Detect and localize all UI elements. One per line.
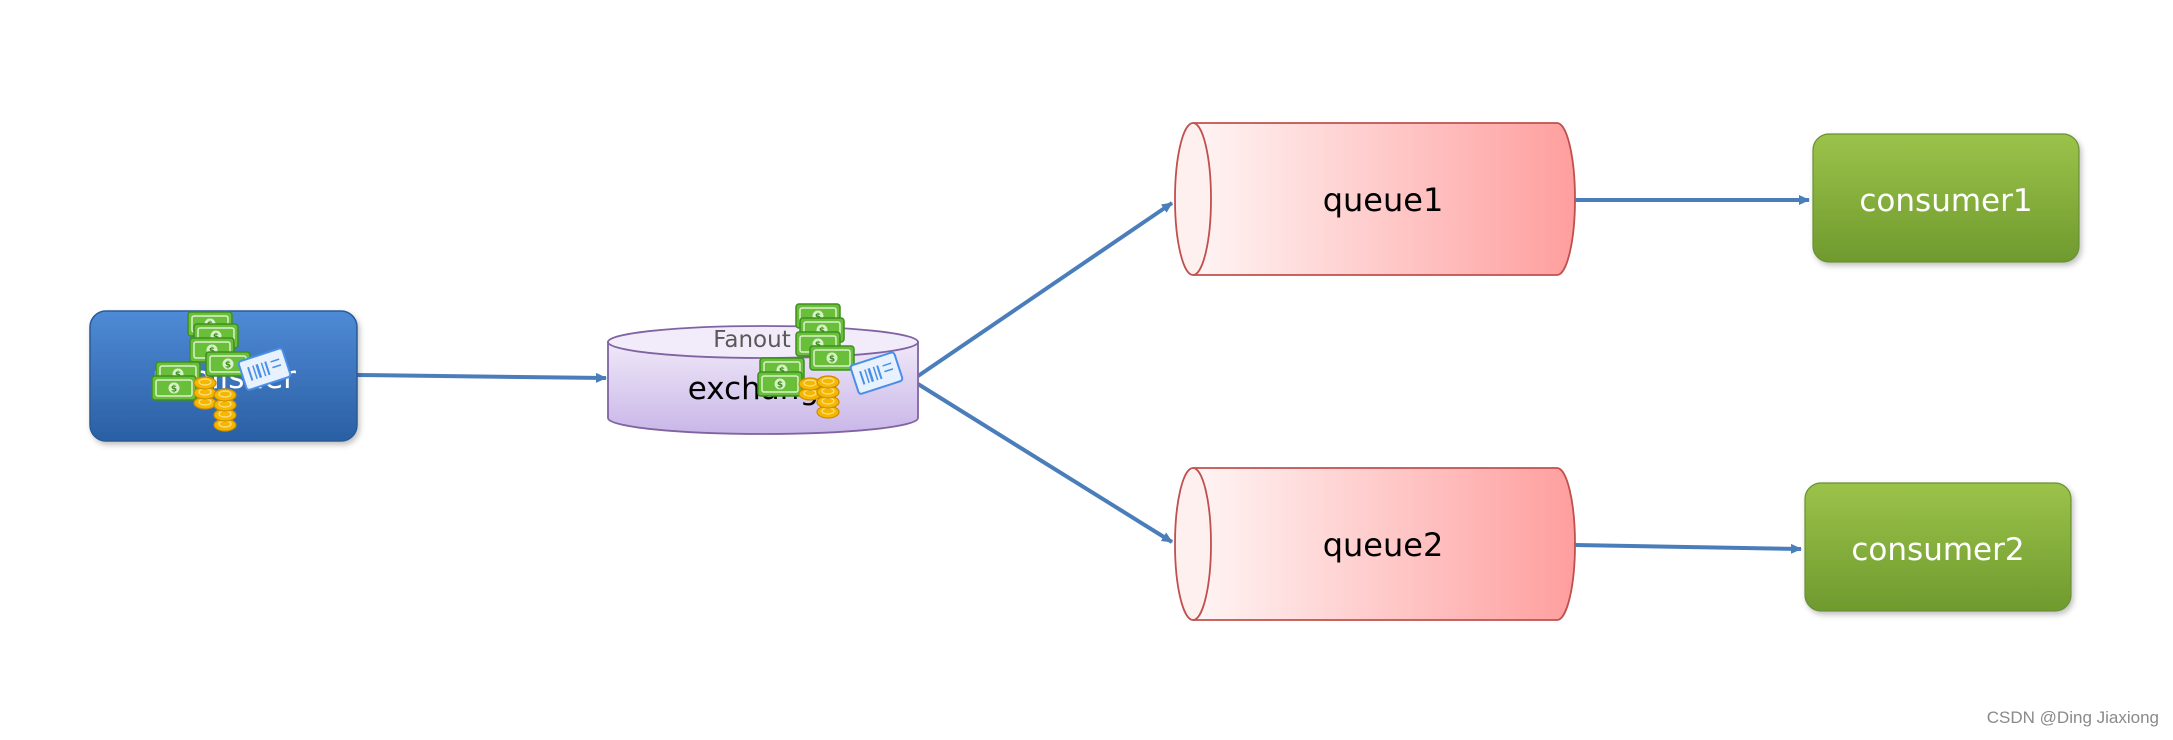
arrows bbox=[356, 195, 1810, 554]
queue2-label: queue2 bbox=[1323, 526, 1444, 564]
arrow-queue2-to-consumer2 bbox=[1574, 543, 1802, 554]
exchange-type-label: Fanout bbox=[713, 327, 790, 353]
arrow-exchange-to-queue1 bbox=[916, 201, 1174, 378]
queue2-node: queue2 bbox=[1174, 467, 1576, 621]
queue1-node: queue1 bbox=[1174, 122, 1576, 276]
producer-node: publisher bbox=[89, 310, 358, 442]
exchange-node: Fanout exchange bbox=[607, 303, 919, 435]
consumer1-label: consumer1 bbox=[1859, 183, 2032, 219]
consumer2-label: consumer2 bbox=[1851, 532, 2024, 568]
consumer1-node: consumer1 bbox=[1812, 133, 2080, 263]
arrow-exchange-to-queue2 bbox=[916, 382, 1174, 544]
arrow-producer-to-exchange bbox=[356, 372, 607, 383]
consumer2-node: consumer2 bbox=[1804, 482, 2072, 612]
queue1-label: queue1 bbox=[1323, 181, 1444, 219]
watermark: CSDN @Ding Jiaxiong bbox=[1986, 708, 2159, 727]
receipt-icon bbox=[849, 351, 904, 395]
receipt-icon bbox=[237, 347, 292, 391]
